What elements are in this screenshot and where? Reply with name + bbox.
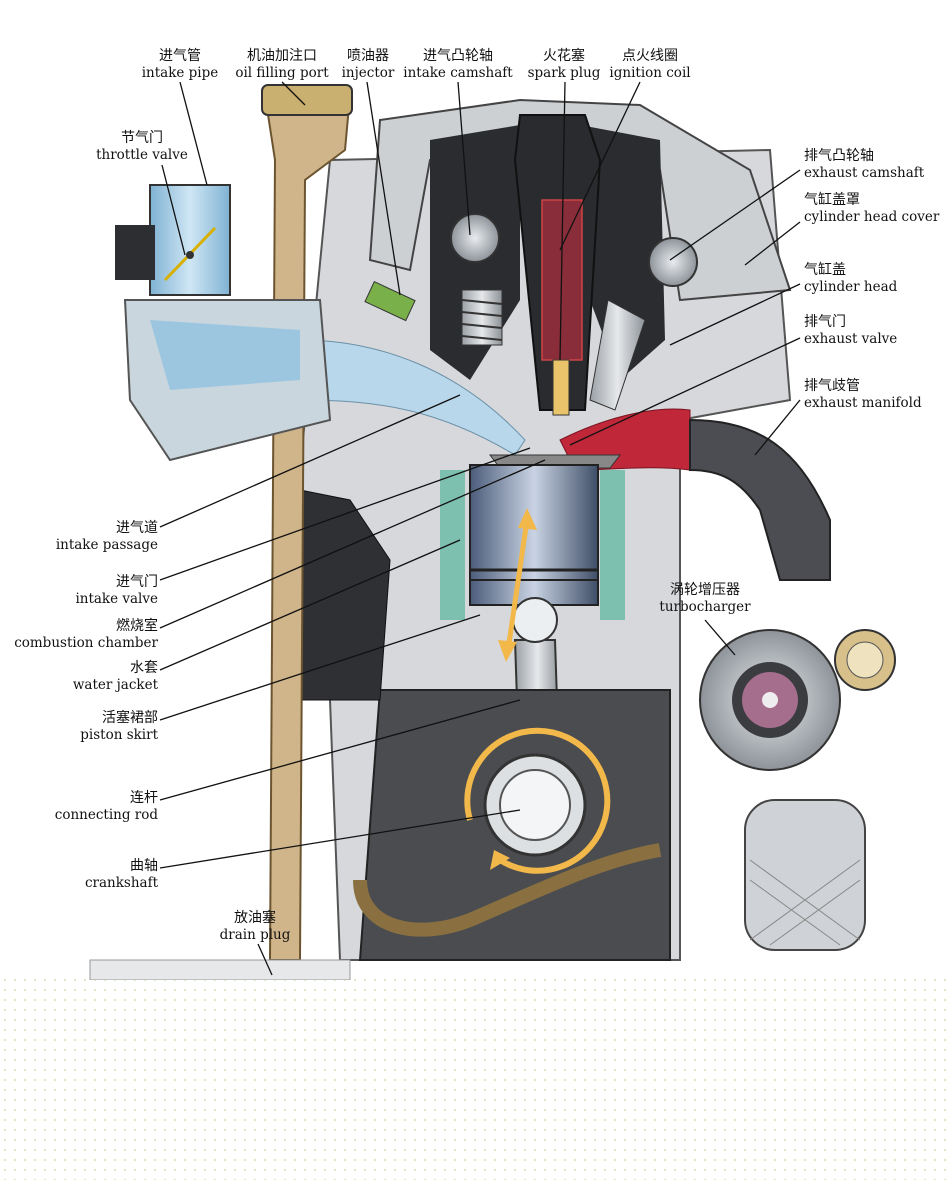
cylinder-head-cover-cn: 气缸盖罩 xyxy=(804,192,860,208)
crankshaft-en: crankshaft xyxy=(84,875,158,891)
label-oil-filling-port: 机油加注口 oil filling port xyxy=(228,48,336,82)
cylinder-head-cn: 气缸盖 xyxy=(804,262,846,278)
engine-illustration xyxy=(89,81,896,980)
label-intake-passage: 进气道 intake passage xyxy=(10,520,158,554)
label-intake-valve: 进气门 intake valve xyxy=(10,574,158,608)
dotted-background xyxy=(0,975,950,1180)
cylinder-head-en: cylinder head xyxy=(804,279,898,295)
combustion-chamber-cn: 燃烧室 xyxy=(116,618,158,634)
label-piston-skirt: 活塞裙部 piston skirt xyxy=(10,710,158,744)
leader-lines xyxy=(159,81,801,976)
piston-skirt-cn: 活塞裙部 xyxy=(102,710,158,726)
oil-filling-port-cn: 机油加注口 xyxy=(247,48,317,64)
label-crankshaft: 曲轴 crankshaft xyxy=(10,858,158,892)
label-connecting-rod: 连杆 connecting rod xyxy=(10,790,158,824)
exhaust-camshaft-en: exhaust camshaft xyxy=(804,165,925,181)
label-cylinder-head-cover: 气缸盖罩 cylinder head cover xyxy=(804,192,944,226)
throttle-valve-cn: 节气门 xyxy=(121,130,163,146)
label-injector: 喷油器 injector xyxy=(338,48,398,82)
label-spark-plug: 火花塞 spark plug xyxy=(522,48,606,82)
throttle-valve-en: throttle valve xyxy=(96,147,188,163)
water-jacket-en: water jacket xyxy=(72,677,158,693)
intake-pipe-cn: 进气管 xyxy=(159,48,201,64)
label-water-jacket: 水套 water jacket xyxy=(10,660,158,694)
crankshaft-cn: 曲轴 xyxy=(130,858,158,874)
piston-skirt-en: piston skirt xyxy=(80,727,158,743)
oil-filling-port-en: oil filling port xyxy=(235,65,329,81)
exhaust-manifold-en: exhaust manifold xyxy=(804,395,922,411)
turbocharger-en: turbocharger xyxy=(659,599,751,615)
intake-valve-cn: 进气门 xyxy=(116,574,158,590)
label-cylinder-head: 气缸盖 cylinder head xyxy=(804,262,944,296)
exhaust-manifold-cn: 排气歧管 xyxy=(804,378,860,394)
intake-valve-en: intake valve xyxy=(75,591,158,607)
exhaust-valve-en: exhaust valve xyxy=(804,331,898,347)
exhaust-camshaft-cn: 排气凸轮轴 xyxy=(804,148,874,164)
label-ignition-coil: 点火线圈 ignition coil xyxy=(604,48,696,82)
label-exhaust-manifold: 排气歧管 exhaust manifold xyxy=(804,378,944,412)
water-jacket-cn: 水套 xyxy=(130,660,158,676)
drain-plug-cn: 放油塞 xyxy=(234,910,276,926)
cylinder-head-cover-en: cylinder head cover xyxy=(804,209,940,225)
intake-camshaft-cn: 进气凸轮轴 xyxy=(423,48,493,64)
turbocharger-cn: 涡轮增压器 xyxy=(670,582,740,598)
label-intake-camshaft: 进气凸轮轴 intake camshaft xyxy=(402,48,514,82)
ignition-coil-cn: 点火线圈 xyxy=(622,48,678,64)
label-combustion-chamber: 燃烧室 combustion chamber xyxy=(4,618,158,652)
engine-block xyxy=(89,84,896,980)
injector-cn: 喷油器 xyxy=(347,48,389,64)
spark-plug-cn: 火花塞 xyxy=(543,48,585,64)
intake-pipe-en: intake pipe xyxy=(141,65,219,81)
label-exhaust-valve: 排气门 exhaust valve xyxy=(804,314,944,348)
label-turbocharger: 涡轮增压器 turbocharger xyxy=(650,582,760,616)
spark-plug-en: spark plug xyxy=(527,65,601,81)
intake-camshaft-en: intake camshaft xyxy=(403,65,513,81)
label-intake-pipe: 进气管 intake pipe xyxy=(140,48,220,82)
drain-plug-en: drain plug xyxy=(219,927,291,943)
connecting-rod-cn: 连杆 xyxy=(130,790,158,806)
label-throttle-valve: 节气门 throttle valve xyxy=(92,130,192,164)
intake-passage-en: intake passage xyxy=(55,537,158,553)
label-drain-plug: 放油塞 drain plug xyxy=(210,910,300,944)
combustion-chamber-en: combustion chamber xyxy=(14,635,158,651)
connecting-rod-en: connecting rod xyxy=(54,807,158,823)
injector-en: injector xyxy=(341,65,395,81)
exhaust-valve-cn: 排气门 xyxy=(804,314,846,330)
intake-passage-cn: 进气道 xyxy=(116,520,158,536)
label-exhaust-camshaft: 排气凸轮轴 exhaust camshaft xyxy=(804,148,944,182)
ignition-coil-en: ignition coil xyxy=(609,65,691,81)
